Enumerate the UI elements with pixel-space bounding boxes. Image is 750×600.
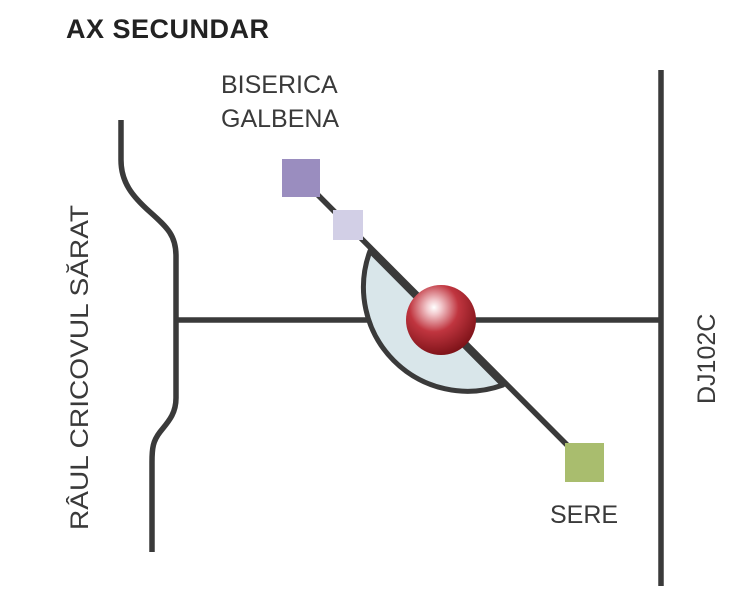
church-secondary-marker (333, 210, 363, 240)
river-line (118, 120, 179, 552)
church-label-line2: GALBENA (221, 105, 339, 133)
river-label: RÂUL CRICOVUL SĂRAT (65, 205, 94, 530)
location-marker (406, 285, 476, 355)
greenhouse-marker (565, 443, 604, 482)
greenhouse-label: SERE (550, 501, 618, 529)
church-label-line1: BISERICA (221, 71, 338, 99)
church-marker (282, 159, 320, 197)
map-title: AX SECUNDAR (66, 14, 270, 44)
road-label: DJ102C (693, 314, 721, 404)
